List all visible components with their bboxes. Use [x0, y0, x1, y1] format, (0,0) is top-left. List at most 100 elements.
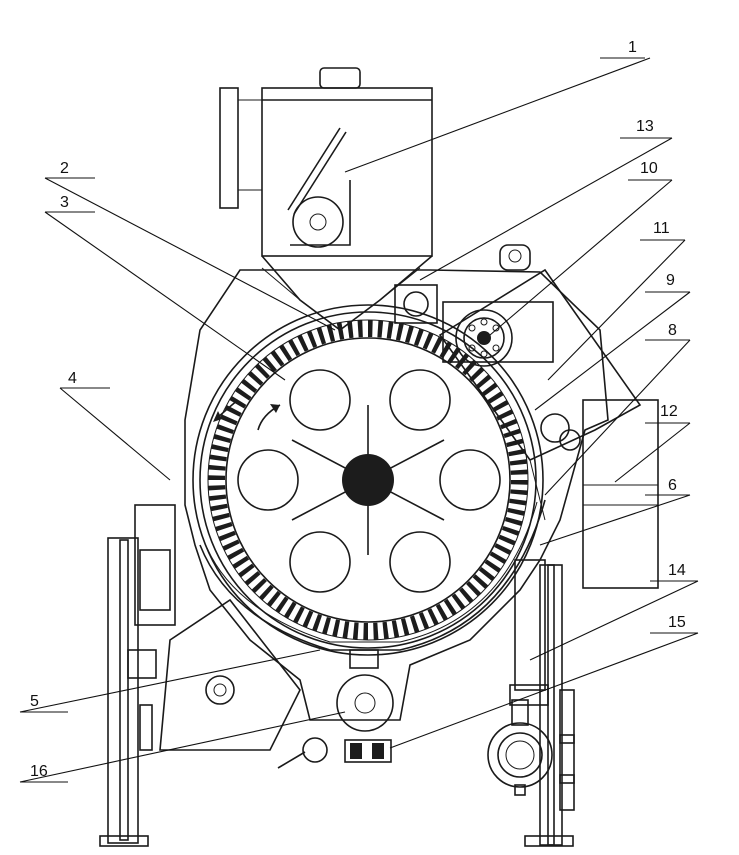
rotor-tooth [259, 584, 274, 601]
callout-8: 8 [668, 322, 677, 339]
rotor-tooth [462, 359, 477, 376]
rotor-tooth [251, 578, 267, 594]
rotor-disc [225, 337, 511, 623]
rotor-tooth [241, 378, 258, 393]
rotor-tooth [491, 400, 509, 413]
rotor-tooth [498, 534, 516, 546]
drive-plate [442, 301, 554, 367]
rotor-tooth [469, 366, 485, 382]
callout-15: 15 [668, 614, 686, 631]
callout-14: 14 [668, 562, 686, 579]
rotor-tooth [244, 571, 261, 586]
rotor-tooth [506, 438, 524, 448]
rotor-tooth [363, 622, 368, 640]
rotor-tooth [496, 409, 514, 421]
rotor-tooth [270, 350, 285, 367]
rotor-tooth [283, 601, 297, 619]
rotor-tooth [238, 563, 255, 578]
rotor-tooth [478, 567, 495, 582]
rotor-tooth [377, 320, 384, 338]
callout-2: 2 [60, 160, 69, 177]
adjustment-block [394, 284, 438, 324]
feed-hopper [219, 67, 433, 331]
rotor-tooth [510, 480, 528, 485]
rotor-tooth [486, 391, 504, 405]
rotor-tooth [208, 464, 226, 471]
rotor-tooth [509, 498, 527, 506]
rotor-tooth [229, 395, 247, 409]
rotor-tooth [391, 620, 400, 638]
rotor-tooth [368, 320, 373, 338]
rotor-teeth-ring [208, 320, 528, 640]
rotor-tooth [409, 615, 420, 633]
rotor-tooth [332, 619, 341, 637]
rotor-tooth [489, 551, 507, 565]
rotor-tooth [213, 434, 232, 443]
rotor-tooth [507, 507, 525, 516]
callout-11: 11 [653, 220, 670, 237]
discharge-outlet [277, 649, 394, 769]
rotor-tooth [352, 622, 359, 640]
rotor-tooth [312, 613, 323, 632]
rotor-tooth [431, 336, 443, 354]
callout-13: 13 [636, 118, 654, 135]
rotor-tooth [484, 559, 502, 573]
rotor-tooth [466, 581, 482, 597]
rotor-tooth [215, 521, 233, 532]
lower-right-valve [487, 699, 575, 796]
rotor-tooth [336, 322, 345, 340]
right-side-housing [582, 399, 659, 589]
rotor-tooth [234, 387, 252, 401]
rotor-tooth [447, 346, 461, 364]
rotor-tooth [481, 382, 498, 397]
rotor-tooth [347, 320, 354, 339]
rotor-tooth [316, 327, 327, 345]
rotor-tooth [459, 587, 474, 604]
callout-labels: 1 2 3 4 5 6 8 9 10 11 12 13 14 15 16 [30, 39, 686, 780]
rotor-tooth [400, 618, 410, 636]
rotor-tooth [509, 459, 528, 466]
rotation-arrows [213, 399, 281, 431]
lower-left-drive [159, 598, 301, 751]
rotor-tooth [266, 590, 281, 607]
callout-5: 5 [30, 693, 39, 710]
rotor-tooth [297, 334, 309, 352]
callout-3: 3 [60, 194, 69, 211]
rotor-tooth [357, 320, 363, 338]
rotor-tooth [475, 374, 492, 389]
rotor-tooth [435, 603, 448, 621]
lower-screen-segments [199, 499, 546, 651]
rotor-tooth [216, 424, 235, 435]
rotor-tooth [210, 503, 228, 512]
rotor-tooth [218, 530, 236, 542]
callout-10: 10 [640, 160, 658, 177]
rotor-tooth [439, 341, 453, 359]
rotor-tooth [306, 330, 318, 348]
rotor-tooth [254, 363, 270, 379]
left-frame-legs [99, 504, 176, 847]
rotor-tooth [288, 339, 301, 357]
rotor-tooth [208, 475, 226, 480]
rotor-tooth [224, 405, 242, 417]
rotor-tooth [443, 598, 457, 616]
rotor-tooth [227, 547, 245, 560]
rotor-tooth [275, 596, 289, 614]
rotor-tooth [222, 539, 240, 551]
right-guard-chute [438, 268, 642, 521]
rotor-tooth [382, 621, 389, 640]
rotor-tooth [232, 555, 250, 569]
rotor-tooth [326, 324, 336, 342]
rotor-tooth [501, 525, 520, 536]
rotor-tooth [208, 485, 226, 491]
rotor-tooth [503, 428, 521, 439]
rotor-tooth [302, 610, 314, 628]
rotor-tooth [386, 321, 394, 339]
rotor-tooth [510, 489, 528, 496]
rotor-tooth [208, 494, 227, 501]
rotor-tooth [451, 593, 466, 610]
rotor-tooth [322, 616, 331, 635]
callout-4: 4 [68, 370, 77, 387]
rotor-tooth [413, 328, 424, 347]
